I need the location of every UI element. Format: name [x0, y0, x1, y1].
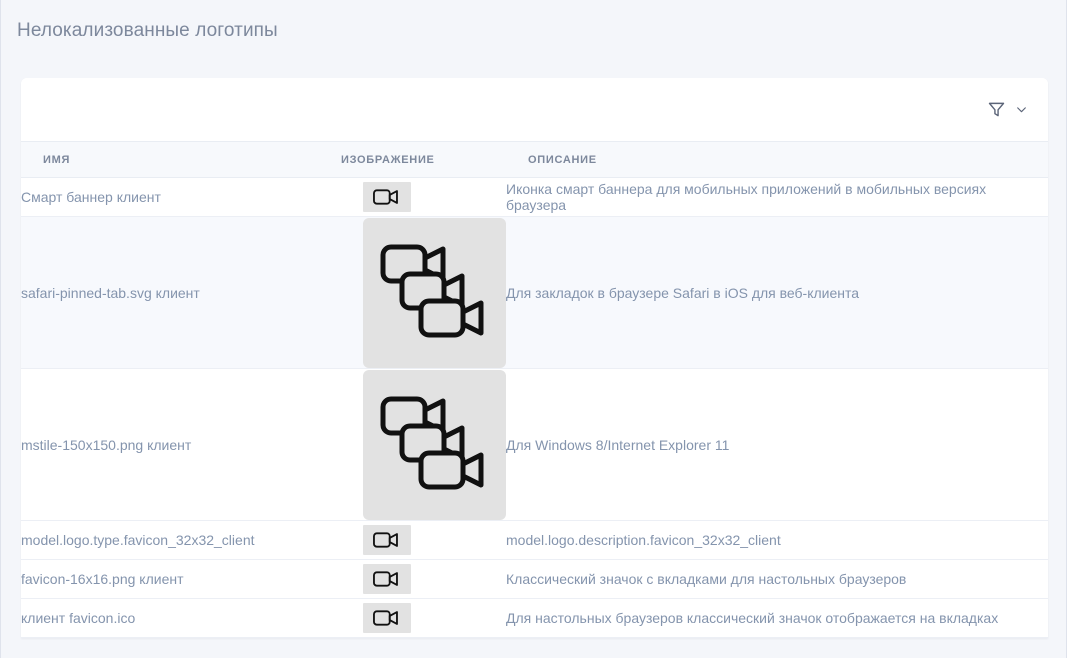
cell-description: Классический значок с вкладками для наст…: [506, 559, 1048, 599]
cell-name: safari-pinned-tab.svg клиент: [21, 216, 341, 369]
broken-image-placeholder-icon: [363, 369, 506, 520]
cell-description: Иконка смарт баннера для мобильных прило…: [506, 177, 1048, 217]
cell-image: [341, 559, 506, 599]
cell-name: клиент favicon.ico: [21, 598, 341, 638]
table-row[interactable]: safari-pinned-tab.svg клиент: [21, 216, 1048, 369]
page-title: Нелокализованные логотипы: [17, 20, 278, 41]
column-header-name[interactable]: ИМЯ: [21, 141, 341, 178]
table-row[interactable]: Смарт баннер клиент Иконка смарт баннера: [21, 177, 1048, 217]
cell-name: model.logo.type.favicon_32x32_client: [21, 520, 341, 560]
cell-image: [341, 216, 506, 369]
cell-image: [341, 177, 506, 217]
table-row[interactable]: favicon-16x16.png клиент Классический зн: [21, 559, 1048, 599]
table-header-row: ИМЯ ИЗОБРАЖЕНИЕ ОПИСАНИЕ: [21, 141, 1048, 178]
broken-image-placeholder-icon: [363, 564, 411, 594]
filter-button[interactable]: [984, 95, 1030, 124]
funnel-icon[interactable]: [986, 99, 1007, 120]
broken-image-placeholder-icon: [363, 217, 506, 368]
table-header: ИМЯ ИЗОБРАЖЕНИЕ ОПИСАНИЕ: [21, 141, 1048, 178]
cell-description: Для закладок в браузере Safari в iOS для…: [506, 216, 1048, 369]
chevron-down-icon[interactable]: [1015, 103, 1028, 116]
card-toolbar: [21, 78, 1048, 141]
cell-name: Смарт баннер клиент: [21, 177, 341, 217]
cell-description: model.logo.description.favicon_32x32_cli…: [506, 520, 1048, 560]
cell-description: Для Windows 8/Internet Explorer 11: [506, 368, 1048, 521]
cell-name: favicon-16x16.png клиент: [21, 559, 341, 599]
column-header-description[interactable]: ОПИСАНИЕ: [506, 141, 1048, 178]
broken-image-placeholder-icon: [363, 603, 411, 633]
cell-name: mstile-150x150.png клиент: [21, 368, 341, 521]
page-header: Нелокализованные логотипы: [1, 0, 1066, 62]
cell-image: [341, 368, 506, 521]
broken-image-placeholder-icon: [363, 182, 411, 212]
broken-image-placeholder-icon: [363, 525, 411, 555]
logos-table: ИМЯ ИЗОБРАЖЕНИЕ ОПИСАНИЕ Смарт баннер кл…: [21, 141, 1048, 638]
cell-image: [341, 520, 506, 560]
table-row[interactable]: model.logo.type.favicon_32x32_client mod: [21, 520, 1048, 560]
cell-description: Для настольных браузеров классический зн…: [506, 598, 1048, 638]
cell-image: [341, 598, 506, 638]
table-row[interactable]: клиент favicon.ico Для настольных браузе: [21, 598, 1048, 638]
logos-card: ИМЯ ИЗОБРАЖЕНИЕ ОПИСАНИЕ Смарт баннер кл…: [21, 78, 1048, 638]
column-header-image[interactable]: ИЗОБРАЖЕНИЕ: [341, 141, 506, 178]
table-row[interactable]: mstile-150x150.png клиент: [21, 368, 1048, 521]
table-body: Смарт баннер клиент Иконка смарт баннера: [21, 177, 1048, 638]
